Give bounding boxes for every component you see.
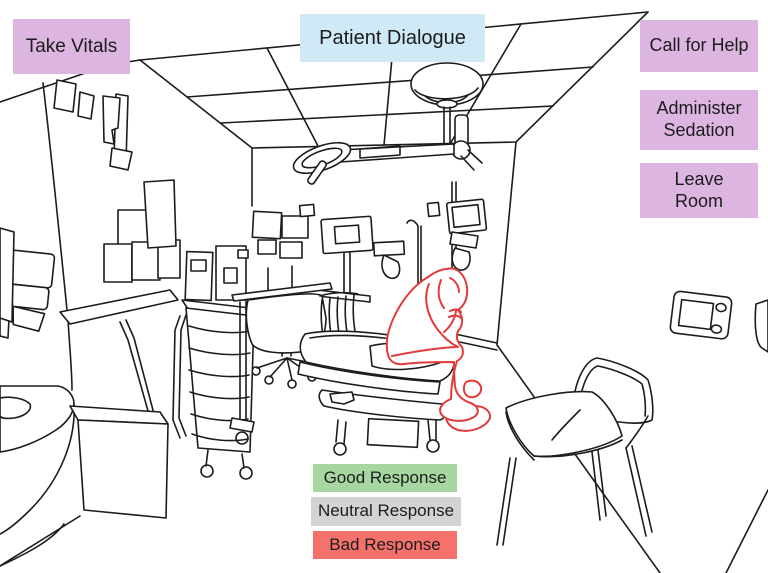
leave-room-button[interactable]: Leave Room: [640, 163, 758, 218]
trash-bin: [69, 405, 169, 519]
bad-response-button[interactable]: Bad Response: [313, 531, 457, 559]
supply-cart: [103, 179, 257, 480]
take-vitals-button[interactable]: Take Vitals: [13, 19, 130, 74]
patient-dialogue-button[interactable]: Patient Dialogue: [300, 14, 485, 62]
neutral-response-button[interactable]: Neutral Response: [311, 497, 461, 526]
good-response-button[interactable]: Good Response: [313, 464, 457, 492]
wall-dispensers: [0, 227, 56, 339]
visitor-chair: [496, 357, 654, 546]
wall-posters: [53, 79, 95, 120]
thermostat: [669, 290, 768, 353]
administer-sedation-button[interactable]: Administer Sedation: [640, 90, 758, 150]
sink-counter: [0, 385, 75, 567]
wall-table: [59, 289, 179, 419]
monitor-equipment: [251, 203, 406, 331]
room-walls: [0, 82, 768, 573]
wall-monitor: [426, 181, 488, 271]
surgical-light: [292, 62, 484, 185]
iv-pole: [406, 219, 422, 291]
call-for-help-button[interactable]: Call for Help: [640, 20, 758, 72]
patient-figure[interactable]: [385, 267, 492, 432]
sanitizer-dispenser: [102, 93, 133, 171]
